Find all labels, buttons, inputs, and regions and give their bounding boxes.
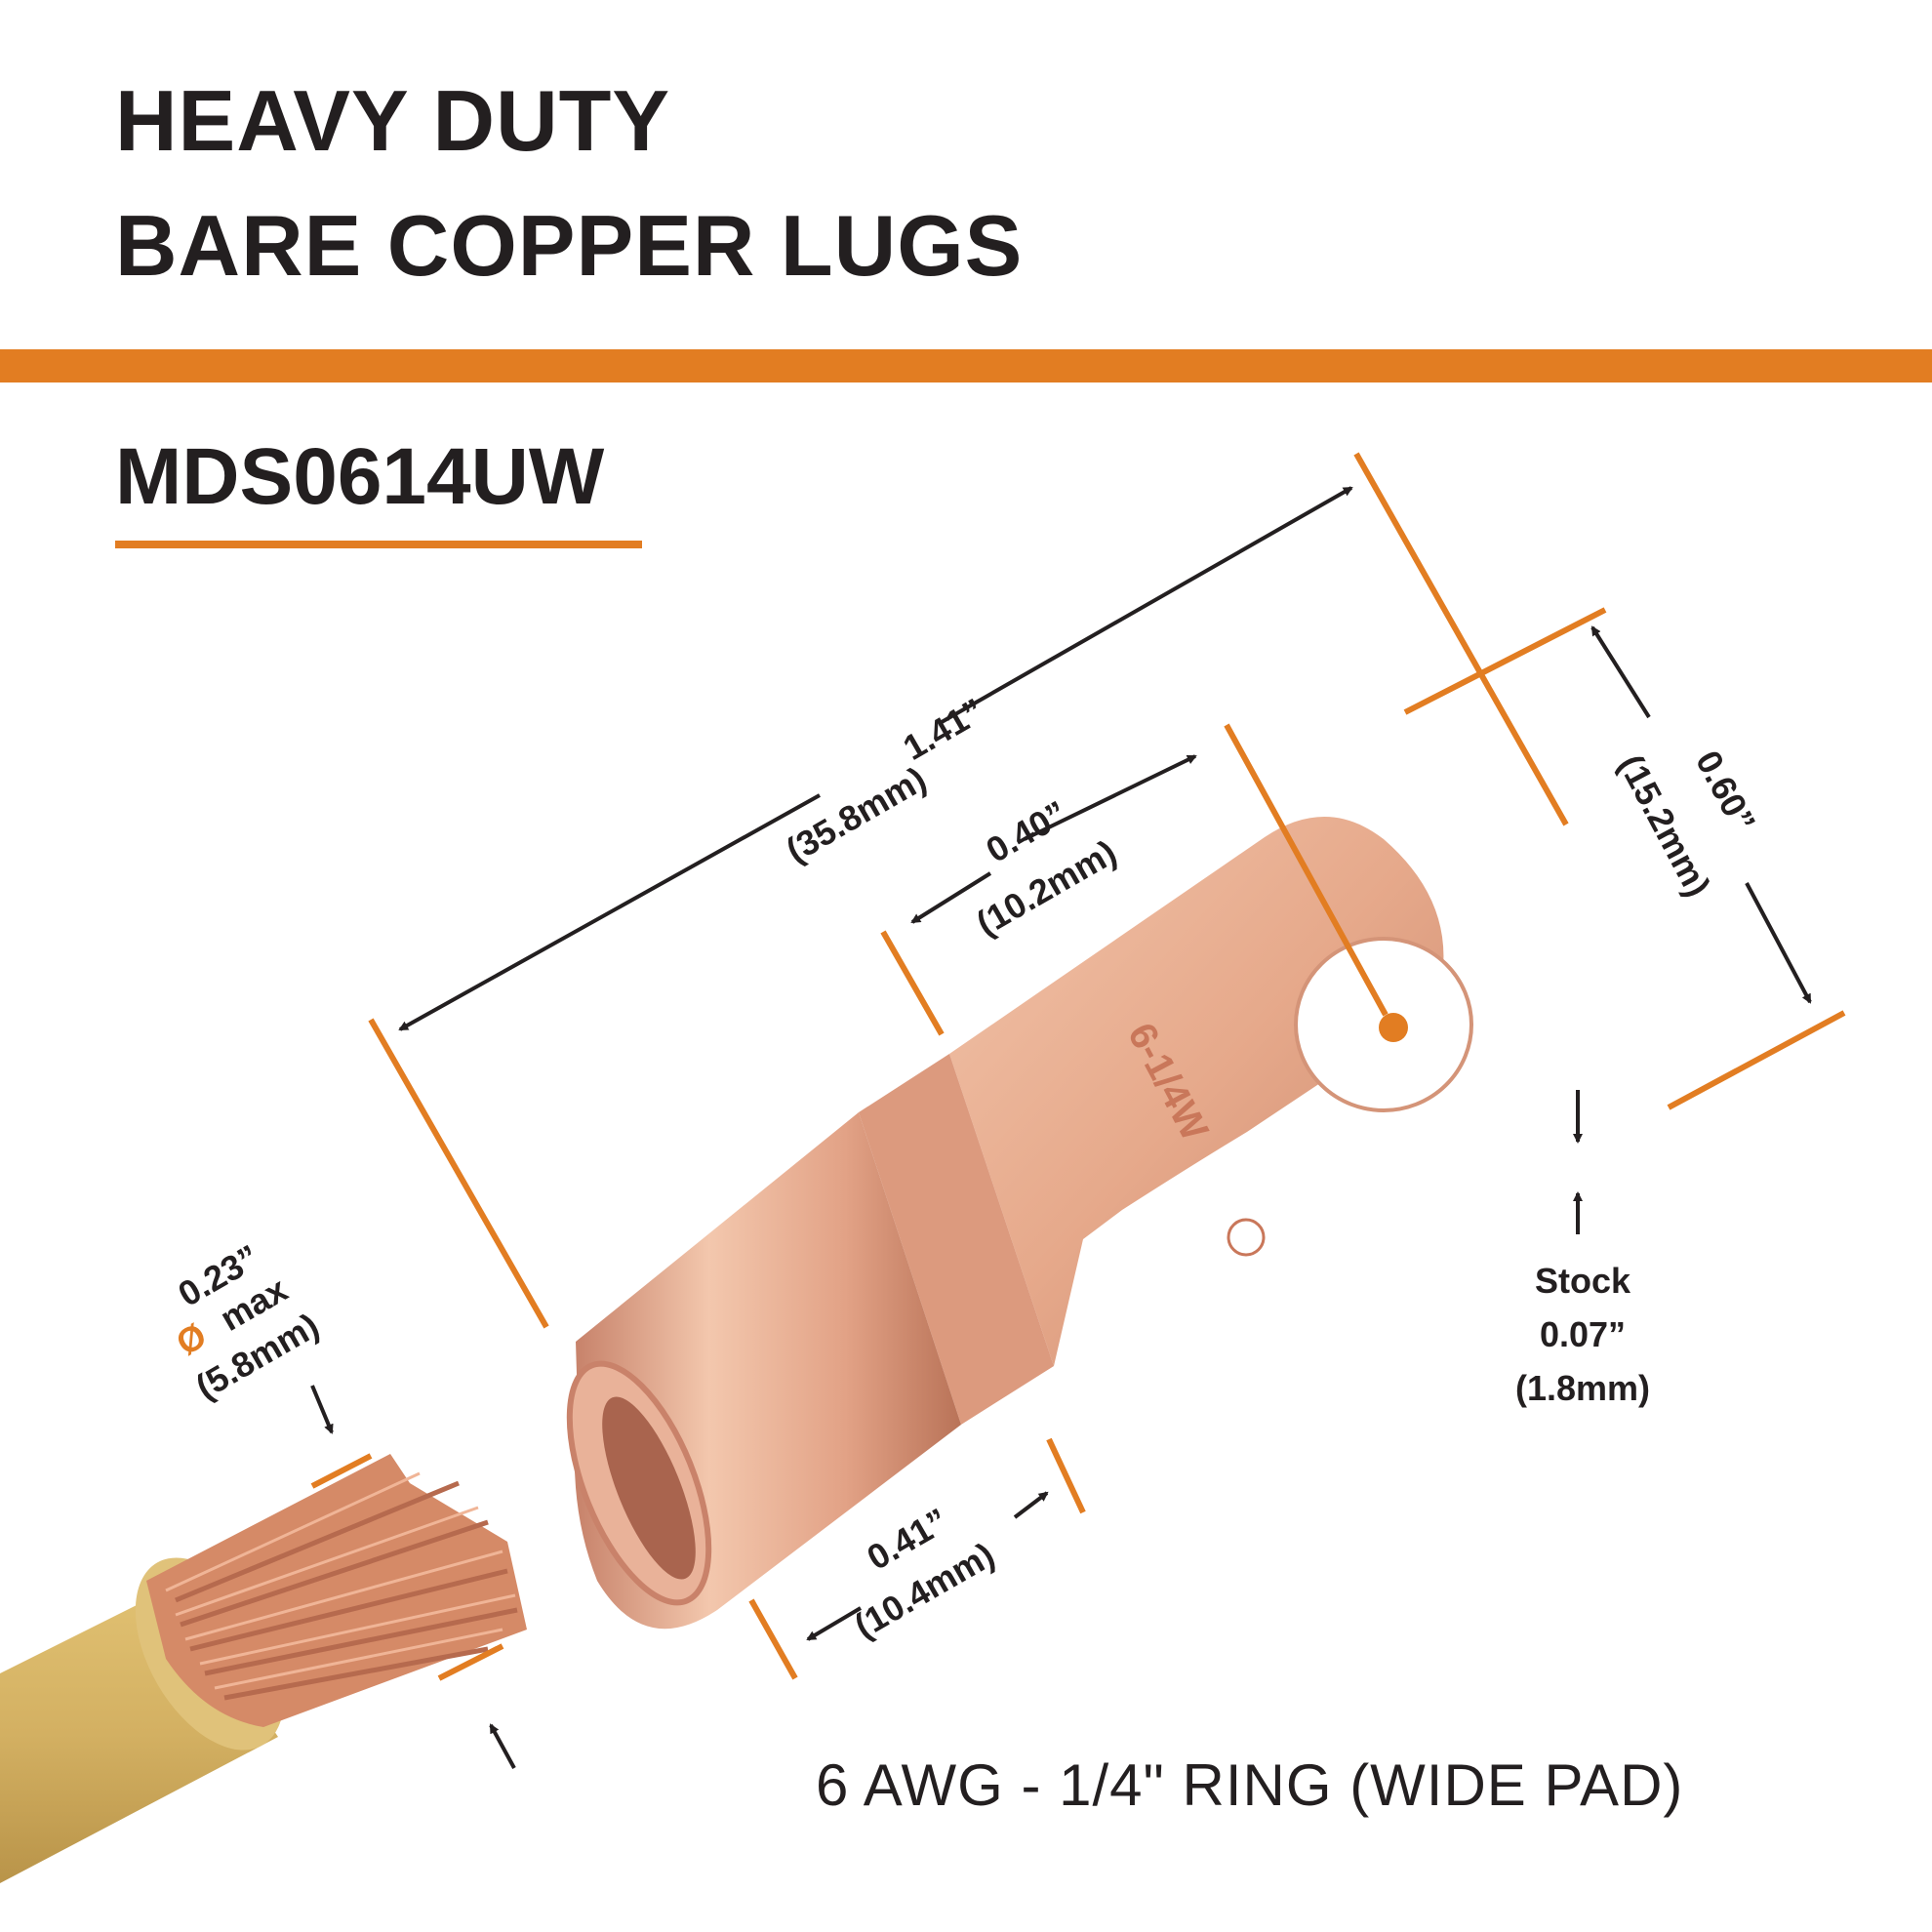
orange-extension-lines bbox=[310, 452, 1846, 1681]
title-line-2: BARE COPPER LUGS bbox=[115, 197, 1024, 294]
length-inches-label: 1.41” bbox=[897, 690, 991, 768]
ul-mark bbox=[1227, 1218, 1266, 1257]
wire bbox=[0, 1454, 527, 1883]
orange-divider bbox=[0, 349, 1932, 382]
stock-mm-label: (1.8mm) bbox=[1515, 1368, 1650, 1408]
footer-spec: 6 AWG - 1/4" RING (WIDE PAD) bbox=[816, 1752, 1684, 1818]
stock-label: Stock bbox=[1535, 1261, 1631, 1301]
width-inches-label: 0.60” bbox=[1688, 745, 1764, 839]
barrel-hole bbox=[602, 1396, 696, 1580]
wire-diameter-symbol: Ø bbox=[170, 1314, 214, 1363]
stock-inches-label: 0.07” bbox=[1540, 1314, 1626, 1354]
lug-pad bbox=[949, 816, 1444, 1366]
dimension-arrows bbox=[310, 486, 1812, 1769]
hole-center-dot bbox=[1379, 1013, 1408, 1042]
model-underline bbox=[115, 541, 642, 548]
hole-center-line bbox=[1224, 723, 1389, 1017]
title-line-1: HEAVY DUTY bbox=[115, 72, 671, 169]
length-mm-label: (35.8mm) bbox=[780, 758, 933, 870]
lug-neck bbox=[859, 1054, 1054, 1425]
model-number: MDS0614UW bbox=[115, 432, 605, 521]
copper-lug: 6-1/4W bbox=[566, 723, 1473, 1630]
